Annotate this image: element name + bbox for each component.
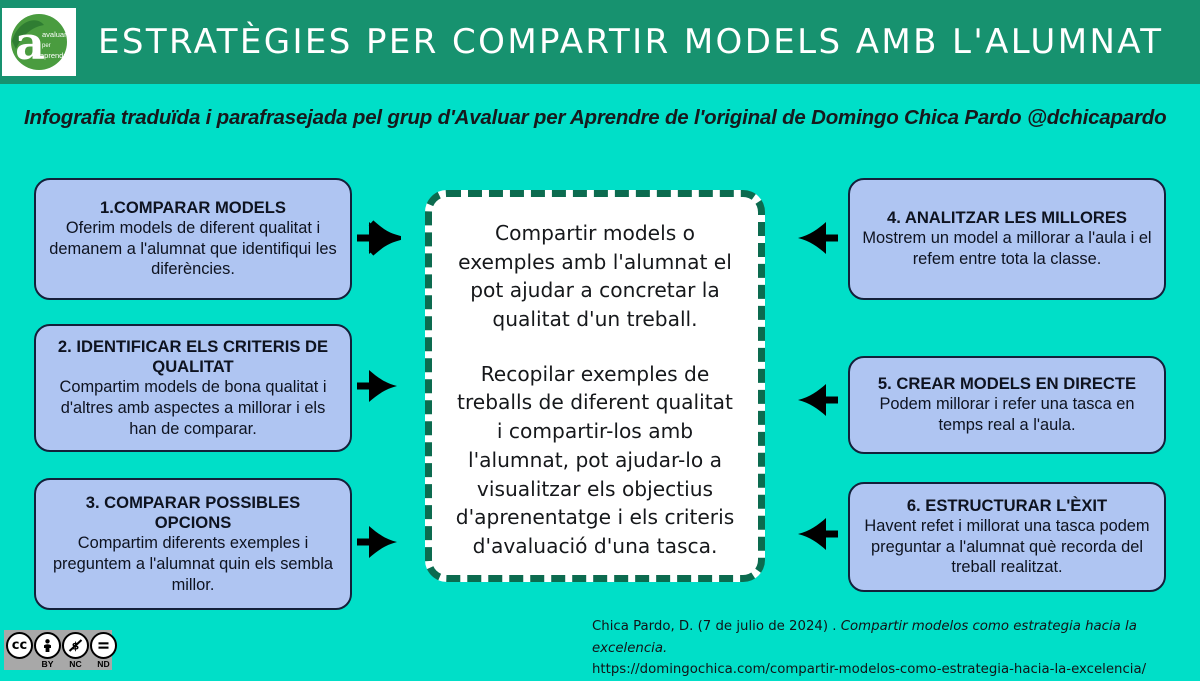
logo-icon: a avaluar per aprendre [11,14,70,70]
step-body: Compartim models de bona qualitat i d'al… [59,378,327,438]
cc-icon: cc [6,632,33,659]
arrow-right-icon [355,366,401,406]
arrow-left-icon [794,380,840,420]
cc-logo-mark: cc [6,632,33,668]
central-paragraph-2: Recopilar exemples de treballs de difere… [455,361,735,558]
step-body: Compartim diferents exemples i preguntem… [52,534,334,594]
step-body: Oferim models de diferent qualitat i dem… [49,219,337,279]
cc-by-mark: BY [34,631,61,669]
step-box-4[interactable]: 4. ANALITZAR LES MILLORES Mostrem un mod… [848,178,1166,300]
page-title: ESTRATÈGIES PER COMPARTIR MODELS AMB L'A… [98,22,1164,62]
by-person-icon [34,631,61,659]
citation-block: Chica Pardo, D. (7 de julio de 2024) . C… [592,616,1192,681]
arrow-left-icon [794,514,840,554]
cc-license-badge[interactable]: cc BY $ NC ND [4,630,117,670]
citation-work-title: Compartir modelos como estrategia hacia … [592,619,1137,656]
svg-text:a: a [15,16,45,70]
step-title: 5. CREAR MODELS EN DIRECTE [877,374,1137,394]
nc-label: NC [69,658,82,669]
step-body: Mostrem un model a millorar a l'aula i e… [862,229,1152,269]
svg-text:aprendre: aprendre [40,51,70,60]
nd-label: ND [97,658,110,669]
step-title: 4. ANALITZAR LES MILLORES [887,208,1127,228]
nc-no-money-icon: $ [62,631,89,659]
step-title: 3. COMPARAR POSSIBLES OPCIONS [85,492,301,532]
subtitle-text: Infografia traduïda i parafrasejada pel … [24,106,1167,129]
step-box-2[interactable]: 2. IDENTIFICAR ELS CRITERIS DE QUALITAT … [34,324,352,452]
step-title: 1.COMPARAR MODELS [100,197,286,217]
citation-url[interactable]: https://domingochica.com/compartir-model… [592,662,1147,678]
arrow-left-icon [794,218,840,258]
step-box-1[interactable]: 1.COMPARAR MODELS Oferim models de difer… [34,178,352,300]
arrow-right-icon [355,522,401,562]
svg-text:per: per [42,43,51,49]
central-paragraph-1: Compartir models o exemples amb l'alumna… [458,221,732,332]
central-summary-box: Compartir models o exemples amb l'alumna… [425,190,765,582]
step-body: Podem millorar i refer una tasca en temp… [879,395,1135,435]
avaluar-per-aprendre-logo: a avaluar per aprendre [2,8,76,76]
step-box-3[interactable]: 3. COMPARAR POSSIBLES OPCIONS Compartim … [34,478,352,610]
nd-no-derivatives-icon [90,631,117,659]
citation-author-date: Chica Pardo, D. (7 de julio de 2024) . [592,619,841,634]
arrow-right-icon [355,218,401,258]
header-bar: a avaluar per aprendre ESTRATÈGIES PER C… [0,0,1200,84]
step-box-6[interactable]: 6. ESTRUCTURAR L'ÈXIT Havent refet i mil… [848,482,1166,592]
step-title: 6. ESTRUCTURAR L'ÈXIT [906,495,1108,515]
step-title: 2. IDENTIFICAR ELS CRITERIS DE QUALITAT [57,336,329,376]
step-body: Havent refet i millorat una tasca podem … [864,517,1150,577]
cc-nc-mark: $ NC [62,631,89,669]
svg-text:avaluar: avaluar [42,30,67,39]
cc-nd-mark: ND [90,631,117,669]
citation-line-1: Chica Pardo, D. (7 de julio de 2024) . C… [592,616,1192,659]
step-box-5[interactable]: 5. CREAR MODELS EN DIRECTE Podem millora… [848,356,1166,454]
by-label: BY [41,658,54,669]
